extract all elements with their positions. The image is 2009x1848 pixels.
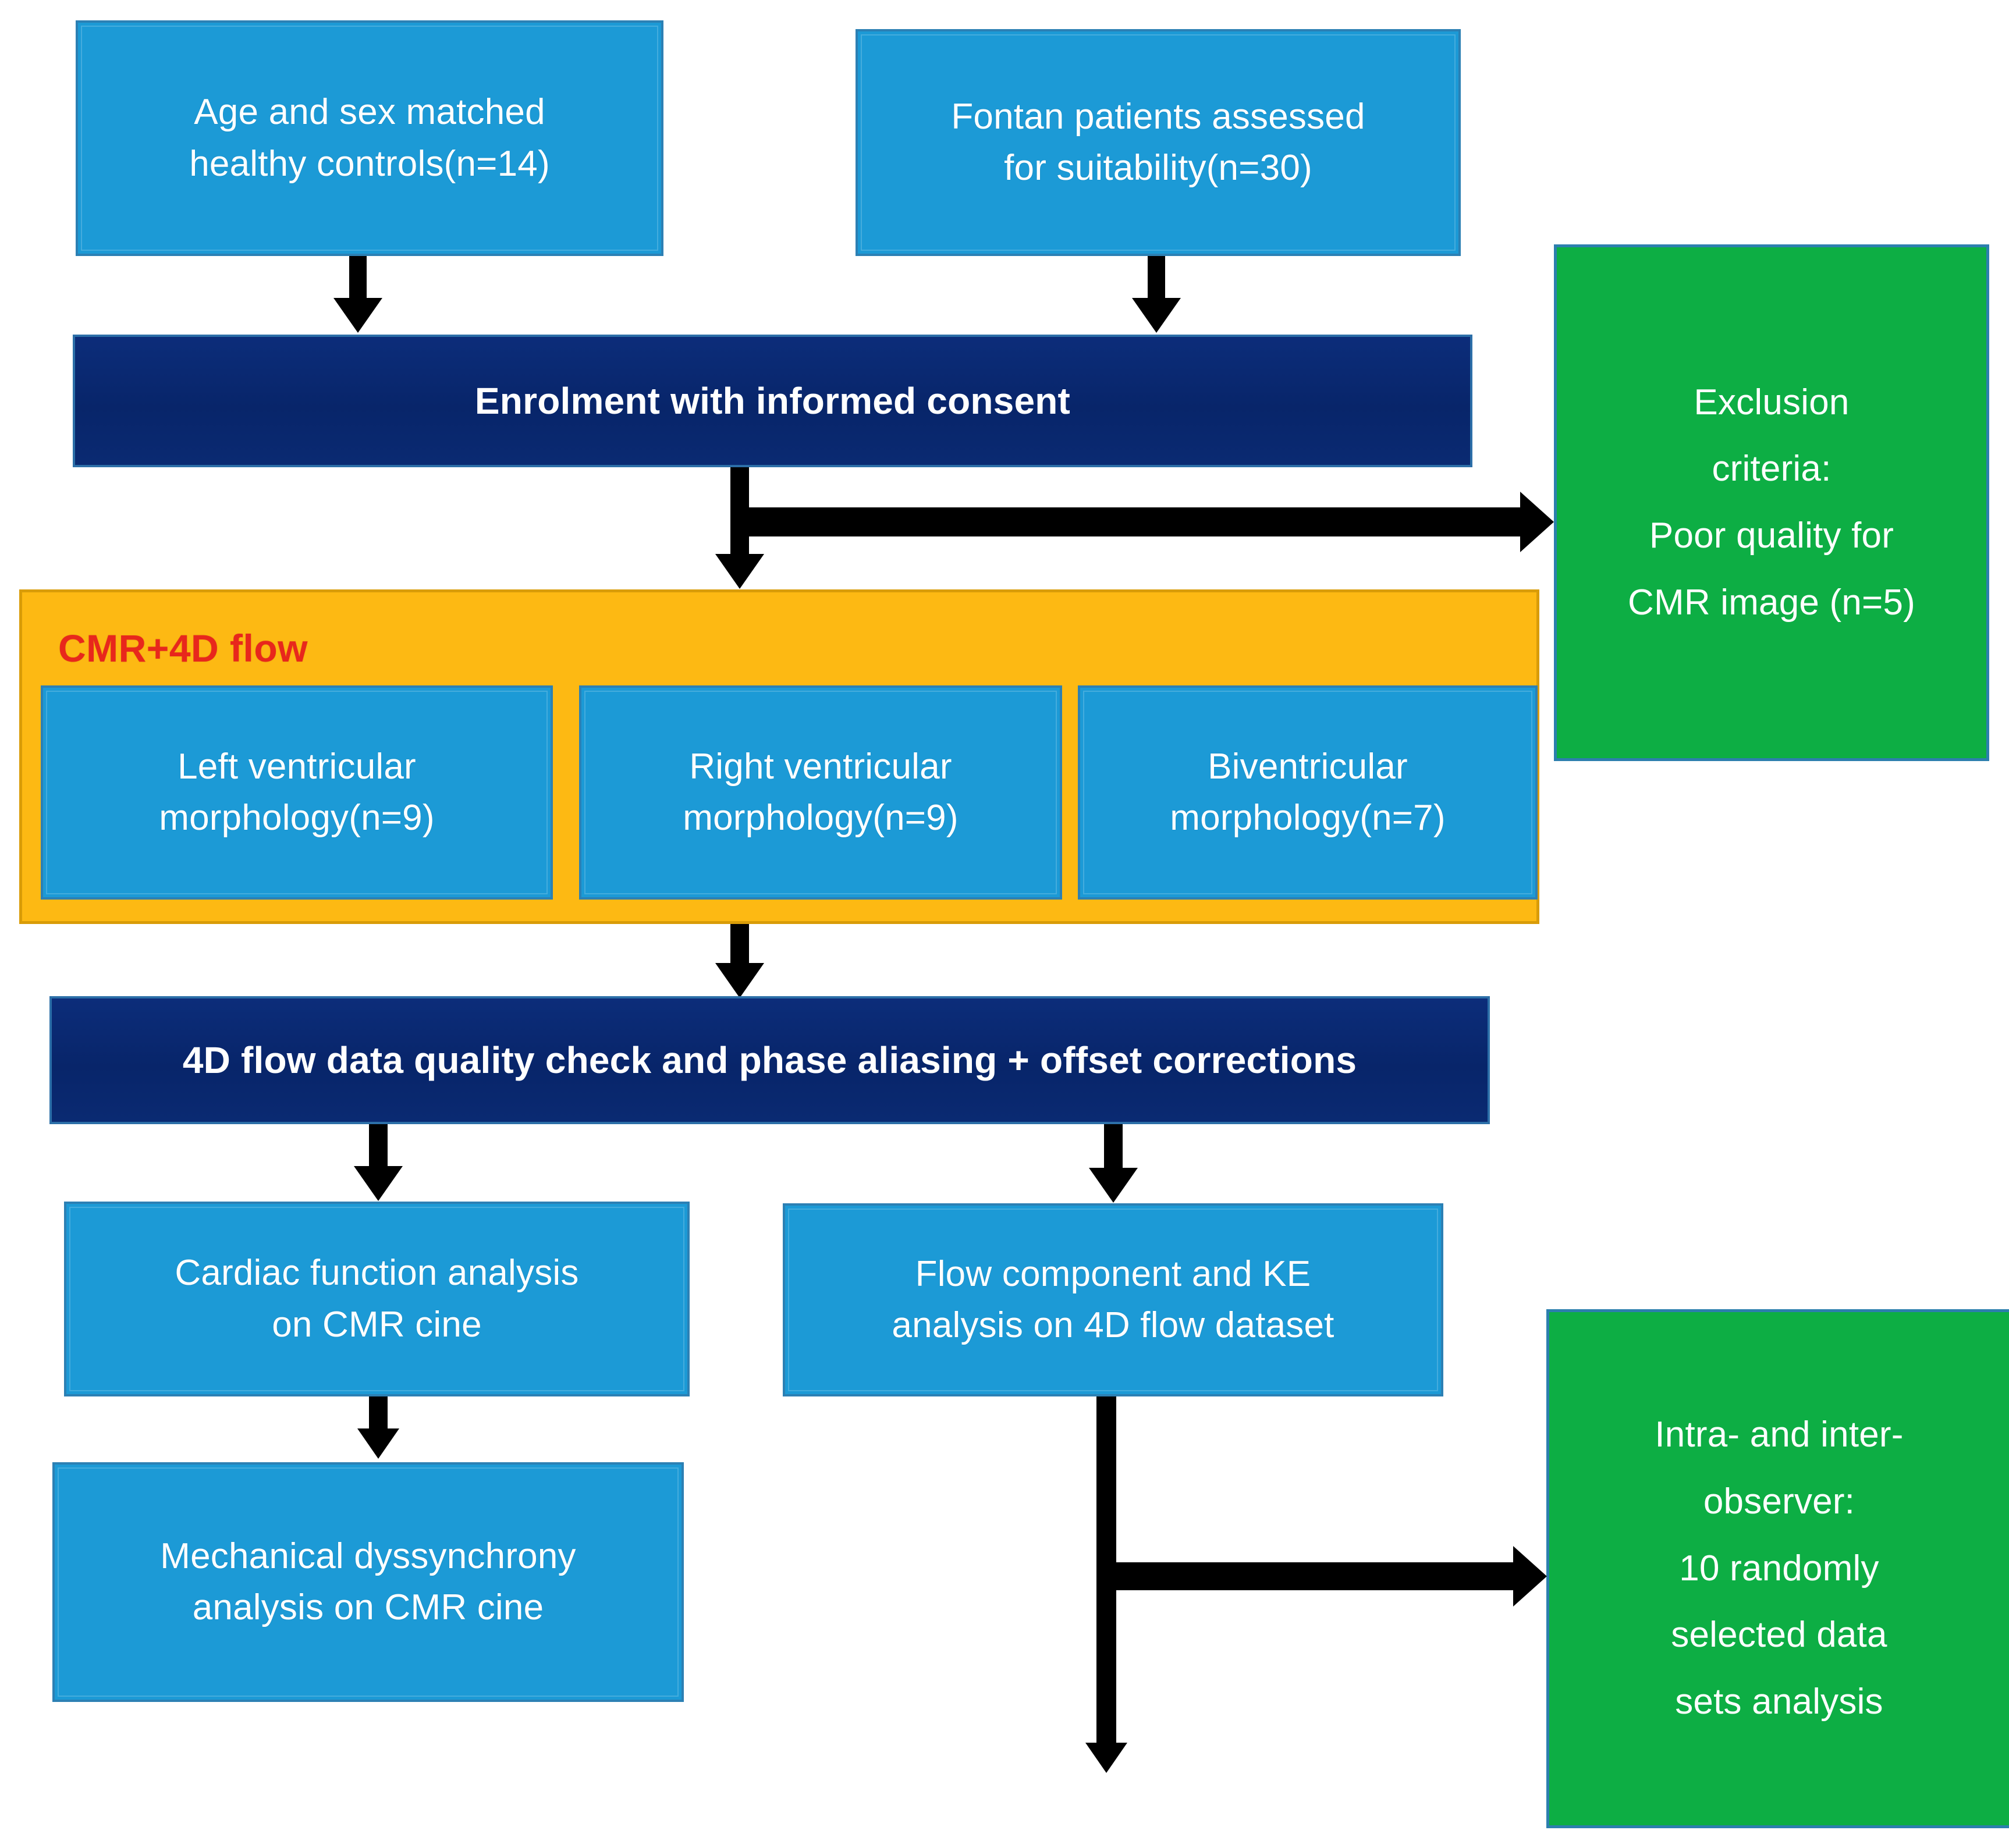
arrow-controls-to-enrolment-head [333, 298, 382, 333]
node-biventricular-morphology-line1: Biventricular [1208, 746, 1408, 787]
arrow-fontan-to-enrolment-shaft [1148, 256, 1165, 305]
node-observer-analysis-line2: observer: [1703, 1481, 1855, 1522]
arrow-flow-continues-down-head [1085, 1743, 1127, 1773]
node-fontan-patients-text: Fontan patients assessed for suitability… [951, 91, 1365, 194]
node-left-ventricular-morphology-line2: morphology(n=9) [159, 798, 435, 838]
node-mechanical-dyssynchrony-analysis-text: Mechanical dyssynchrony analysis on CMR … [160, 1531, 576, 1633]
node-exclusion-criteria-text: Exclusion criteria: Poor quality for CMR… [1628, 369, 1915, 637]
node-flow-component-analysis-line1: Flow component and KE [915, 1253, 1311, 1294]
arrow-controls-to-enrolment-shaft [349, 256, 367, 305]
node-left-ventricular-morphology-text: Left ventricular morphology(n=9) [159, 741, 434, 844]
node-healthy-controls[interactable]: Age and sex matched healthy controls(n=1… [76, 20, 663, 256]
node-observer-analysis-line4: selected data [1671, 1615, 1887, 1655]
node-enrolment-label: Enrolment with informed consent [474, 379, 1071, 422]
node-left-ventricular-morphology[interactable]: Left ventricular morphology(n=9) [41, 685, 553, 900]
node-exclusion-criteria-line4: CMR image (n=5) [1628, 582, 1915, 623]
node-left-ventricular-morphology-line1: Left ventricular [178, 746, 416, 787]
node-cardiac-function-analysis-line1: Cardiac function analysis [175, 1253, 579, 1293]
arrow-cardiac-to-dyssynchrony-shaft [369, 1396, 388, 1433]
node-biventricular-morphology-line2: morphology(n=7) [1170, 798, 1446, 838]
arrow-quality-to-flow-head [1089, 1168, 1138, 1203]
node-observer-analysis[interactable]: Intra- and inter- observer: 10 randomly … [1546, 1309, 2009, 1828]
node-cardiac-function-analysis[interactable]: Cardiac function analysis on CMR cine [64, 1202, 690, 1396]
node-exclusion-criteria-line3: Poor quality for [1649, 516, 1894, 556]
arrow-quality-to-cardiac-head [354, 1166, 403, 1201]
arrow-quality-to-flow-shaft [1104, 1124, 1123, 1172]
arrow-enrolment-to-cmr-head [715, 554, 764, 589]
node-quality-check[interactable]: 4D flow data quality check and phase ali… [49, 996, 1490, 1124]
node-observer-analysis-line3: 10 randomly [1679, 1548, 1879, 1588]
node-mechanical-dyssynchrony-analysis-line2: analysis on CMR cine [192, 1587, 544, 1627]
node-healthy-controls-text: Age and sex matched healthy controls(n=1… [189, 87, 550, 189]
node-mechanical-dyssynchrony-analysis-line1: Mechanical dyssynchrony [160, 1536, 576, 1576]
group-cmr-4d-flow-label: CMR+4D flow [58, 627, 308, 670]
node-cardiac-function-analysis-text: Cardiac function analysis on CMR cine [175, 1248, 578, 1350]
node-right-ventricular-morphology-line1: Right ventricular [689, 746, 952, 787]
node-right-ventricular-morphology[interactable]: Right ventricular morphology(n=9) [579, 685, 1062, 900]
arrow-cmr-to-quality-check-shaft [730, 924, 749, 968]
node-enrolment[interactable]: Enrolment with informed consent [73, 335, 1472, 467]
node-flow-component-analysis[interactable]: Flow component and KE analysis on 4D flo… [783, 1203, 1443, 1396]
node-fontan-patients-line1: Fontan patients assessed [951, 96, 1365, 137]
arrow-flow-to-observer-shaft [1096, 1562, 1515, 1590]
node-observer-analysis-line1: Intra- and inter- [1655, 1415, 1904, 1455]
diagram-title: Study flow chart: Fontan patients and he… [0, 12, 1, 13]
arrow-cardiac-to-dyssynchrony-head [357, 1428, 399, 1459]
node-biventricular-morphology[interactable]: Biventricular morphology(n=7) [1078, 685, 1538, 900]
arrow-fontan-to-enrolment-head [1132, 298, 1181, 333]
node-flow-component-analysis-line2: analysis on 4D flow dataset [892, 1305, 1334, 1345]
arrow-flow-to-observer-head [1513, 1546, 1547, 1607]
node-exclusion-criteria[interactable]: Exclusion criteria: Poor quality for CMR… [1554, 244, 1989, 761]
node-healthy-controls-line2: healthy controls(n=14) [189, 143, 550, 184]
arrow-enrolment-to-exclusion-head [1520, 492, 1554, 552]
node-exclusion-criteria-line1: Exclusion [1694, 382, 1850, 422]
node-observer-analysis-text: Intra- and inter- observer: 10 randomly … [1655, 1402, 1903, 1735]
node-biventricular-morphology-text: Biventricular morphology(n=7) [1170, 741, 1445, 844]
node-fontan-patients[interactable]: Fontan patients assessed for suitability… [856, 29, 1461, 256]
node-right-ventricular-morphology-text: Right ventricular morphology(n=9) [683, 741, 958, 844]
node-fontan-patients-line2: for suitability(n=30) [1004, 148, 1312, 188]
arrow-enrolment-to-exclusion-shaft [730, 507, 1522, 536]
node-quality-check-label: 4D flow data quality check and phase ali… [182, 1039, 1357, 1081]
node-exclusion-criteria-line2: criteria: [1712, 449, 1831, 489]
arrow-quality-to-cardiac-shaft [369, 1124, 388, 1171]
arrow-cmr-to-quality-check-head [715, 963, 764, 998]
node-mechanical-dyssynchrony-analysis[interactable]: Mechanical dyssynchrony analysis on CMR … [52, 1462, 684, 1702]
node-flow-component-analysis-text: Flow component and KE analysis on 4D flo… [892, 1249, 1334, 1351]
node-cardiac-function-analysis-line2: on CMR cine [272, 1304, 482, 1345]
node-right-ventricular-morphology-line2: morphology(n=9) [683, 798, 959, 838]
node-observer-analysis-line5: sets analysis [1675, 1682, 1883, 1722]
node-healthy-controls-line1: Age and sex matched [194, 92, 545, 133]
